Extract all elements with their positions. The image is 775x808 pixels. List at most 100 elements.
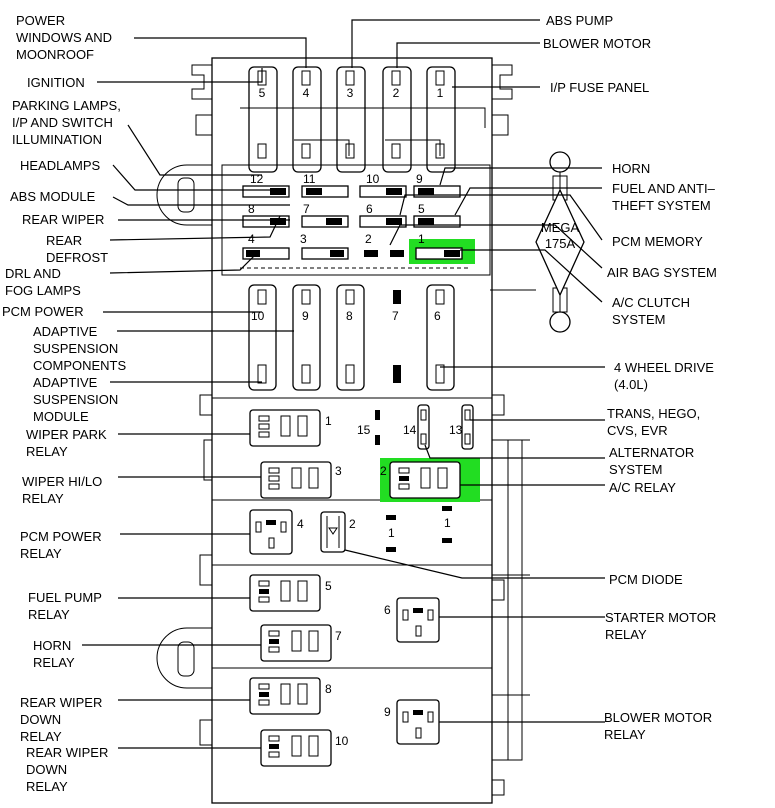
svg-text:5: 5 [418,202,425,216]
svg-text:RELAY: RELAY [28,607,70,622]
svg-text:RELAY: RELAY [33,655,75,670]
label-ip-fuse-panel: I/P FUSE PANEL [550,80,649,95]
svg-text:PARKING LAMPS,: PARKING LAMPS, [12,98,121,113]
svg-text:ILLUMINATION: ILLUMINATION [12,132,102,147]
svg-text:WIPER PARK: WIPER PARK [26,427,107,442]
svg-text:SYSTEM: SYSTEM [609,462,662,477]
relay-6-starter-motor[interactable]: 6 [384,597,440,643]
svg-text:COMPONENTS: COMPONENTS [33,358,127,373]
svg-text:DEFROST: DEFROST [46,250,108,265]
svg-text:14: 14 [403,423,417,437]
maxi-fuse-10[interactable]: 10 [248,284,277,391]
maxi-fuse-7[interactable]: 7 [392,290,401,383]
label-starter-motor-relay: STARTER MOTOR RELAY [605,610,716,642]
relay-1-wiper-park[interactable]: 1 [249,409,332,447]
svg-text:RELAY: RELAY [26,779,68,794]
svg-text:6: 6 [366,202,373,216]
svg-text:RELAY: RELAY [605,627,647,642]
svg-text:STARTER MOTOR: STARTER MOTOR [605,610,716,625]
relay-8-rear-wiper-down[interactable]: 8 [249,677,332,715]
svg-text:ADAPTIVE: ADAPTIVE [33,375,98,390]
mini-fuse-4[interactable]: 4 [242,232,290,260]
label-abs-module: ABS MODULE [10,189,96,204]
label-alternator: ALTERNATOR SYSTEM [609,445,694,477]
label-ac-clutch: A/C CLUTCH SYSTEM [612,295,690,327]
label-horn-relay: HORN RELAY [33,638,75,670]
mini-fuse-11[interactable]: 11 [301,172,349,198]
svg-text:3: 3 [335,464,342,478]
svg-text:RELAY: RELAY [20,546,62,561]
svg-text:THEFT SYSTEM: THEFT SYSTEM [612,198,711,213]
fuse-s1a[interactable]: 1 [386,515,396,552]
label-pcm-power-relay: PCM POWER RELAY [20,529,102,561]
label-trans-hego: TRANS, HEGO, CVS, EVR [607,406,700,438]
maxi-fuse-8[interactable]: 8 [336,284,365,391]
svg-text:4: 4 [248,232,255,246]
svg-text:13: 13 [449,423,463,437]
svg-text:ALTERNATOR: ALTERNATOR [609,445,694,460]
svg-text:TRANS, HEGO,: TRANS, HEGO, [607,406,700,421]
fuse-14[interactable]: 14 [403,404,430,450]
svg-text:CVS, EVR: CVS, EVR [607,423,668,438]
svg-text:2: 2 [349,517,356,531]
top-fuse-1[interactable]: 1 [426,66,456,173]
relay-5-fuel-pump[interactable]: 5 [249,574,332,612]
label-pcm-memory: PCM MEMORY [612,234,703,249]
svg-text:9: 9 [302,309,309,323]
svg-text:WIPER HI/LO: WIPER HI/LO [22,474,102,489]
mini-fuse-1[interactable]: 1 [415,232,463,260]
relay-3-wiper-hilo[interactable]: 3 [260,461,342,499]
svg-text:7: 7 [392,309,399,323]
svg-text:REAR WIPER: REAR WIPER [26,745,108,760]
svg-text:9: 9 [384,705,391,719]
svg-text:2: 2 [365,232,372,246]
mini-fuse-9[interactable]: 9 [413,172,461,198]
top-fuse-5[interactable]: 5 [248,66,278,173]
left-labels: POWER WINDOWS AND MOONROOF IGNITION PARK… [2,13,127,794]
mini-fuse-7[interactable]: 7 [301,202,349,228]
svg-text:4: 4 [303,86,310,100]
fuse-s1b[interactable]: 1 [442,506,452,543]
svg-text:4: 4 [297,517,304,531]
mini-fuse-6[interactable]: 6 [359,202,407,228]
pcm-diode-2[interactable]: 2 [320,511,356,553]
fuse-13[interactable]: 13 [449,404,474,450]
mini-fuse-2[interactable]: 2 [364,232,404,257]
svg-text:FUEL PUMP: FUEL PUMP [28,590,102,605]
label-fuel-pump-relay: FUEL PUMP RELAY [28,590,102,622]
label-blower-motor: BLOWER MOTOR [543,36,651,51]
maxi-fuse-9[interactable]: 9 [292,284,321,391]
label-wiper-hilo-relay: WIPER HI/LO RELAY [22,474,102,506]
top-fuse-4[interactable]: 4 [292,66,322,173]
svg-text:5: 5 [325,579,332,593]
svg-text:11: 11 [303,172,316,186]
svg-text:SUSPENSION: SUSPENSION [33,341,118,356]
label-abs-pump: ABS PUMP [546,13,613,28]
svg-text:PCM POWER: PCM POWER [20,529,102,544]
mini-fuse-5[interactable]: 5 [413,202,461,228]
relay-4-pcm-power[interactable]: 4 [249,509,304,555]
relay-7-horn[interactable]: 7 [260,624,342,662]
mini-fuse-3[interactable]: 3 [300,232,349,260]
fuse-15[interactable]: 15 [357,410,380,445]
mini-fuse-10[interactable]: 10 [359,172,407,198]
maxi-fuse-6[interactable]: 6 [426,284,455,391]
top-fuse-2[interactable]: 2 [382,66,412,173]
top-fuse-3[interactable]: 3 [336,66,366,173]
svg-text:MODULE: MODULE [33,409,89,424]
svg-text:RELAY: RELAY [26,444,68,459]
mega-fuse[interactable]: MEGA 175A [490,151,585,333]
relay-10-rear-wiper-up[interactable]: 10 [260,729,349,767]
label-drl-fog: DRL AND FOG LAMPS [5,266,81,298]
label-power-windows: POWER WINDOWS AND MOONROOF [16,13,112,62]
label-air-bag: AIR BAG SYSTEM [607,265,717,280]
svg-text:3: 3 [347,86,354,100]
svg-text:REAR WIPER: REAR WIPER [20,695,102,710]
svg-text:1: 1 [418,232,425,246]
svg-text:6: 6 [434,309,441,323]
label-rear-wiper-down-relay: REAR WIPER DOWN RELAY [20,695,102,744]
relay-2-ac[interactable]: 2 [380,461,461,499]
svg-text:SUSPENSION: SUSPENSION [33,392,118,407]
svg-text:7: 7 [303,202,310,216]
